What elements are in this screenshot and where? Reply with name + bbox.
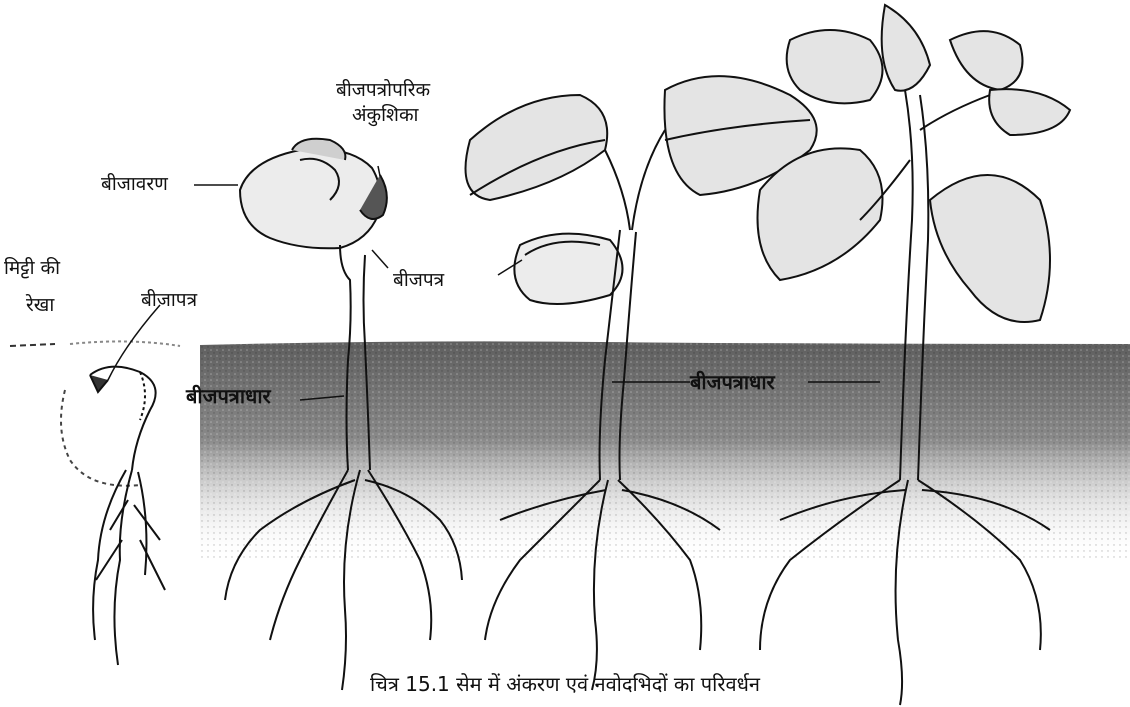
- label-hypocotyl-right: बीजपत्राधार: [690, 371, 775, 393]
- label-soil-line-line2: रेखा: [26, 294, 54, 316]
- label-epicotyl-hook-line2: अंकुशिका: [352, 104, 418, 126]
- label-cotyledon-small: बीजापत्र: [141, 289, 197, 311]
- label-seed-coat: बीजावरण: [101, 173, 168, 195]
- label-epicotyl-hook-line1: बीजपत्रोपरिक: [336, 79, 430, 101]
- stage-1-seedling: [61, 367, 165, 665]
- label-hypocotyl-left: बीजपत्राधार: [186, 385, 271, 407]
- figure-caption: चित्र 15.1 सेम में अंकरण एवं नवोदभिदों क…: [0, 670, 1130, 697]
- soil: [200, 341, 1130, 560]
- label-soil-line-line1: मिट्टी की: [4, 257, 60, 279]
- soil-line: [10, 341, 180, 346]
- label-cotyledon: बीजपत्र: [393, 269, 444, 291]
